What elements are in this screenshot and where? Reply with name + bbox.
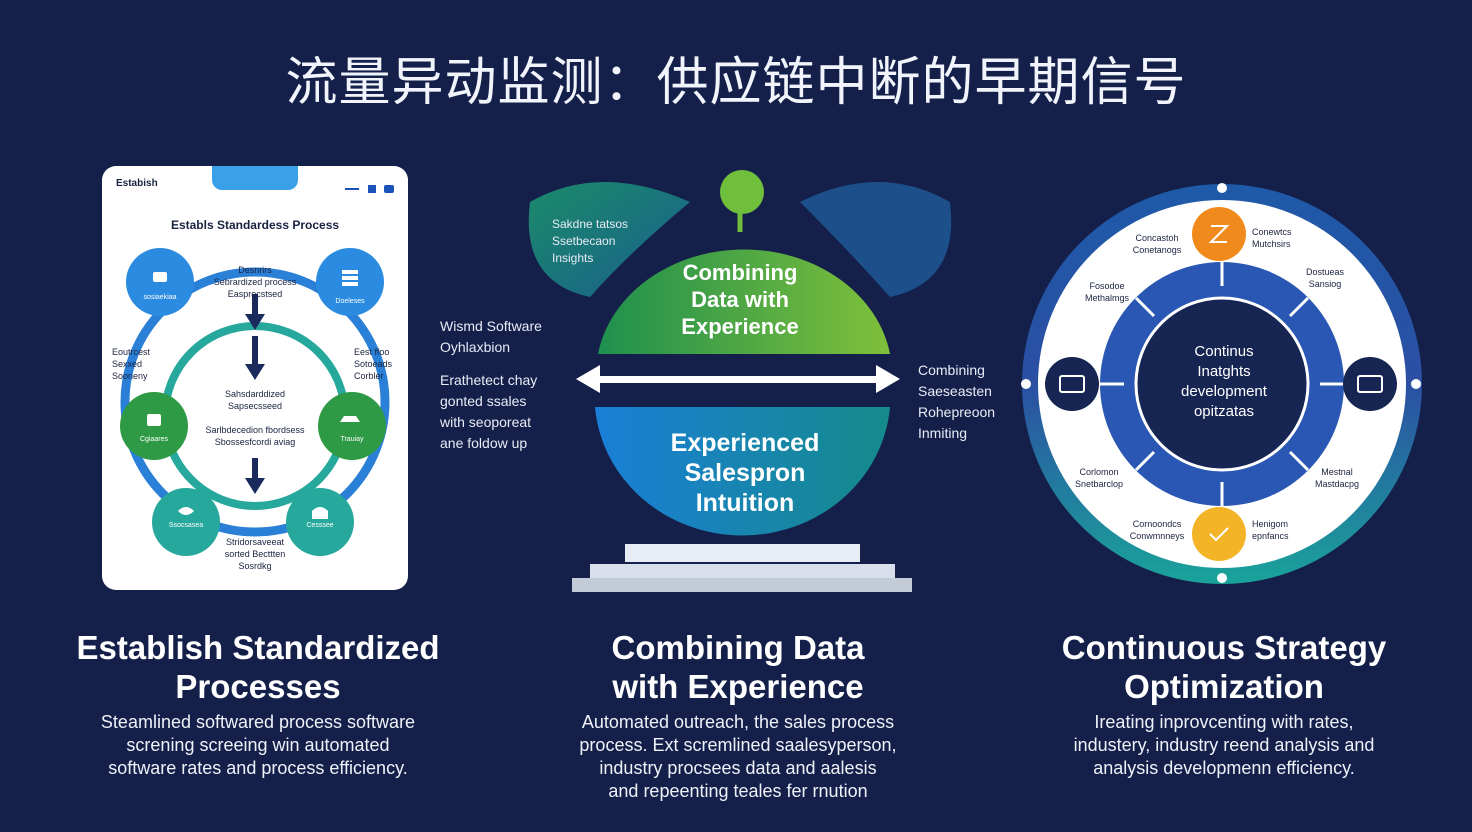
- shuffle-icon: [1208, 225, 1230, 243]
- leaf-icon: [178, 507, 194, 515]
- server-icon: [342, 270, 358, 274]
- node-label: Ssocsasea: [168, 522, 204, 529]
- page-title: 流量异动监测：供应链中断的早期信号: [285, 53, 1187, 113]
- node-label: Trauiay: [340, 436, 364, 443]
- spoke-ticks: [1100, 262, 1344, 506]
- wheel-label: Corlomon Snetbarclop: [1074, 467, 1124, 489]
- wheel-label: Fosodoe Methalmgs: [1084, 281, 1129, 303]
- left-leaf-shape: [528, 182, 690, 297]
- pedestal-base: [572, 578, 912, 592]
- right-leaf-shape: [800, 182, 952, 297]
- left-description: Steamlined softwared process software sc…: [100, 712, 416, 778]
- node-teal-right: [286, 488, 354, 556]
- upper-dome-label: Combining Data with Experience: [681, 260, 799, 339]
- left-annotation: Wismd Software Oyhlaxbion: [440, 318, 542, 355]
- left-node: [1045, 357, 1099, 411]
- middle-description: Automated outreach, the sales process pr…: [579, 712, 897, 801]
- box-icon: [147, 414, 161, 426]
- wheel-label: Concastoh Conetanogs: [1132, 233, 1182, 255]
- right-description: Ireating inprovcenting with rates, indus…: [1073, 712, 1375, 778]
- right-node: [1343, 357, 1397, 411]
- check-icon: [1209, 527, 1229, 542]
- right-heading: Continuous Strategy Optimization: [1061, 629, 1387, 705]
- yellow-node: [1192, 507, 1246, 561]
- node-label: Doeleses: [335, 298, 365, 305]
- card-window-controls: [344, 178, 394, 197]
- strategy-optimization-wheel: [1021, 183, 1422, 584]
- left-side-text: Eoutrcest Sexxed Sooneny: [112, 347, 151, 381]
- card-title: Establs Standardess Process: [170, 218, 340, 232]
- truck-icon: [340, 416, 360, 422]
- node-green-right: [318, 392, 386, 460]
- document-icon: [153, 272, 167, 282]
- top-text-block: Desnrirs Sebrardized process Easprocstse…: [213, 265, 297, 299]
- wheel-label: Cornoondcs Conwmnneys: [1129, 519, 1185, 541]
- pedestal-middle: [590, 564, 895, 578]
- pedestal-top: [625, 544, 860, 562]
- leaf-text: Sakdne tatsos Ssetbecaon Insights: [552, 217, 629, 265]
- wheel-center-text: Continus Inatghts development opitzatas: [1181, 343, 1267, 420]
- node-teal-left: [152, 488, 220, 556]
- data-experience-diagram: [528, 170, 952, 592]
- upper-dome: [598, 249, 890, 354]
- lower-bowl-label: Experienced Salespron Intuition: [670, 429, 820, 517]
- chart-icon: [1357, 375, 1383, 393]
- center-disc: [1134, 296, 1310, 472]
- process-cycle-diagram: [120, 248, 390, 556]
- double-arrow-icon: [576, 365, 900, 393]
- node-label: Cesssee: [306, 522, 334, 529]
- node-label: sosiaekiaa: [143, 294, 177, 301]
- monitor-icon: [1059, 375, 1085, 393]
- cloud-icon: [312, 507, 328, 519]
- top-knob: [720, 170, 764, 214]
- wheel-label: Henigom epnfancs: [1252, 519, 1289, 541]
- card-tab: [212, 166, 298, 190]
- down-arrow-icon: [245, 294, 265, 494]
- right-side-text: Eest ffoo Sotoeads Corbler: [354, 347, 393, 381]
- bottom-text-block: Stridorsaveeat sorted Becttten Sosrdkg: [224, 537, 286, 571]
- standardized-process-card: Estabish Establs Standardess Process: [102, 166, 408, 590]
- left-heading: Establish Standardized Processes: [76, 629, 440, 705]
- wheel-label: Conewtcs Mutchsirs: [1252, 227, 1292, 249]
- wheel-label: Dostueas Sansiog: [1305, 267, 1345, 289]
- mid-text-block-2: Sarlbdecedion fbordsess Sbossesfcordi av…: [205, 425, 305, 447]
- right-annotation: Combining Saeseasten Rohepreoon Inmiting: [918, 362, 996, 441]
- lower-bowl: [595, 407, 890, 536]
- outer-cycle-ring: [120, 267, 390, 537]
- wheel-label: Mestnal Mastdacpg: [1314, 467, 1360, 489]
- left-annotation-2: Erathetect chay gonted ssales with seopo…: [440, 372, 538, 451]
- node-label: Cgiaares: [139, 436, 168, 443]
- card-header: Estabish: [116, 178, 158, 189]
- mid-text-block: Sahsdarddized Sapsecsseed: [224, 389, 286, 411]
- middle-heading: Combining Data with Experience: [611, 629, 865, 705]
